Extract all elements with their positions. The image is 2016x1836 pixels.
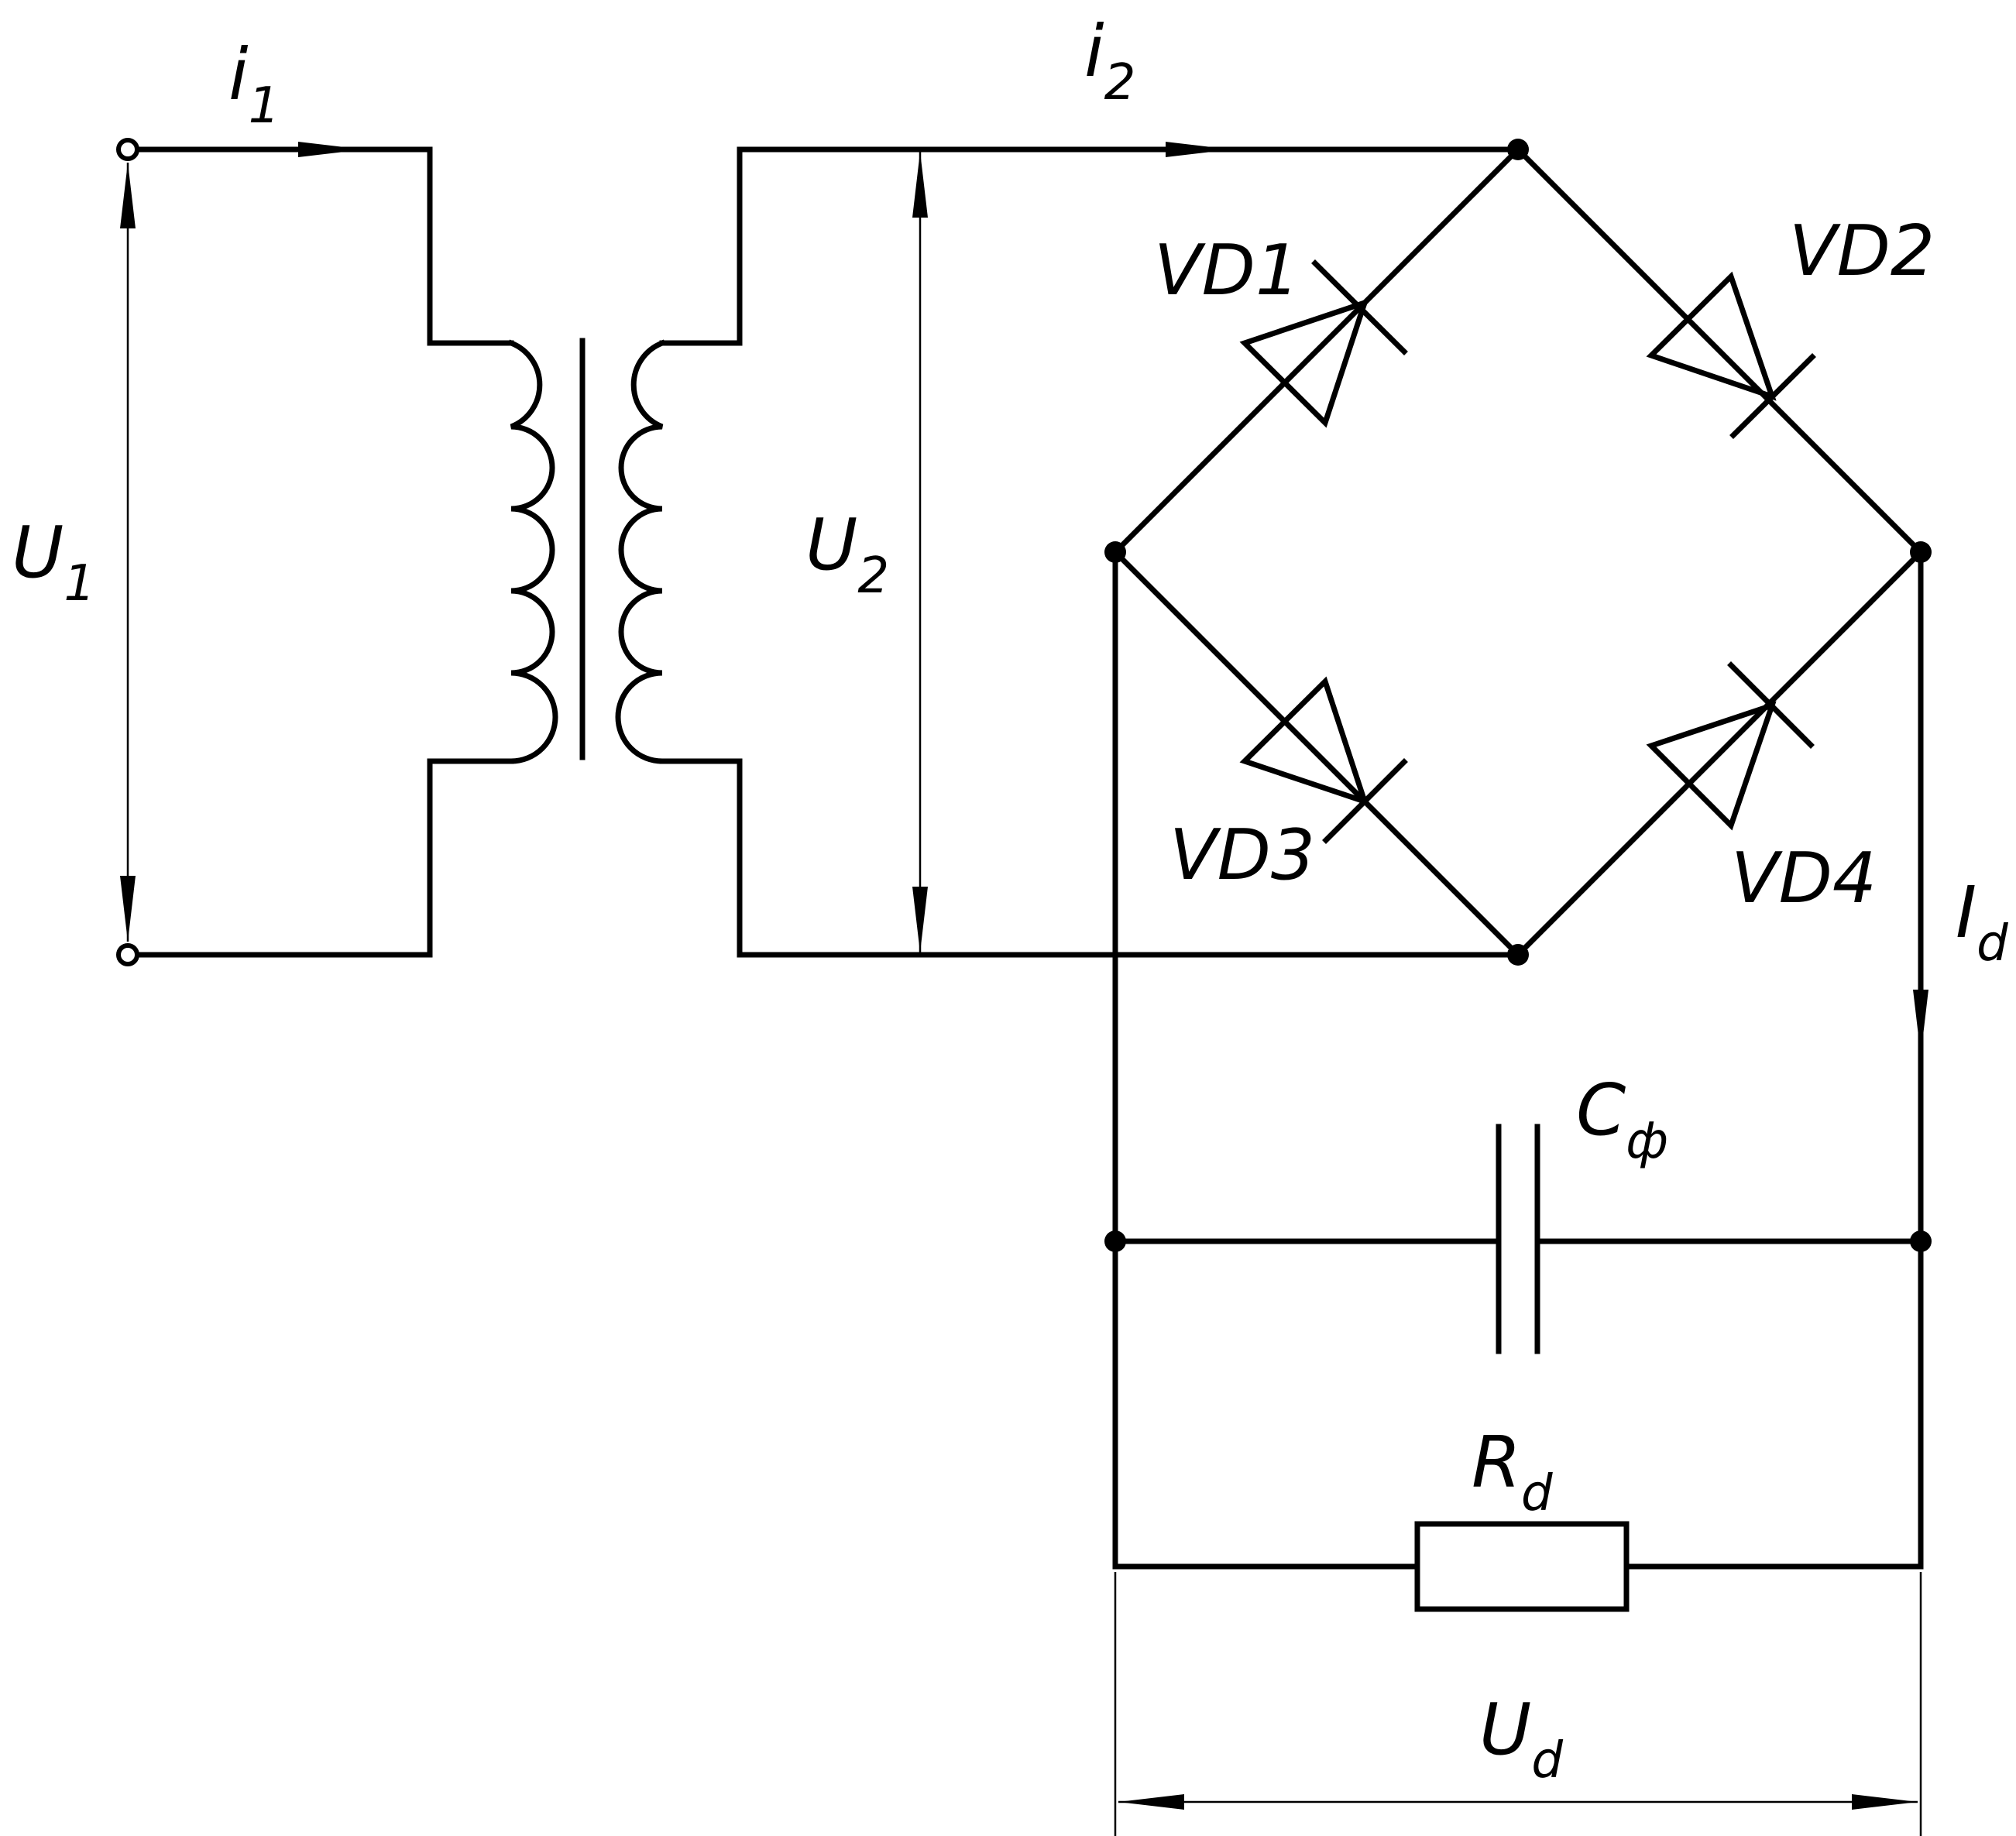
capacitor-cf (1496, 1124, 1540, 1354)
label-ud: Ud (1479, 1688, 1563, 1790)
label-id: Id (1956, 871, 2008, 973)
label-vd2: VD2 (1789, 211, 1935, 292)
primary-circuit (116, 138, 514, 966)
label-vd4: VD4 (1731, 838, 1877, 919)
i2-arrow (1166, 142, 1231, 157)
secondary-winding (615, 339, 666, 764)
label-u1: U1 (12, 511, 95, 613)
junction-nodes (1104, 139, 1932, 1252)
label-i2: i2 (1084, 10, 1135, 112)
primary-winding (507, 339, 558, 764)
transformer (507, 146, 1521, 958)
label-rd: Rd (1472, 1421, 1553, 1522)
input-terminal-bottom (116, 943, 139, 966)
label-u2: U2 (805, 503, 889, 605)
label-i1: i1 (228, 33, 280, 135)
diode-vd2 (1646, 271, 1816, 439)
i1-arrow (298, 142, 364, 157)
u2-voltage-arrow (912, 152, 928, 952)
id-arrow (1913, 990, 1928, 1055)
u1-voltage-arrow (120, 163, 136, 942)
diode-vd4 (1646, 661, 1815, 831)
ud-voltage-arrow (1114, 1572, 1922, 1836)
label-vd1: VD1 (1154, 230, 1300, 311)
diode-bridge (1111, 146, 1925, 959)
resistor-rd (1414, 1521, 1630, 1612)
diode-vd1 (1239, 259, 1408, 428)
label-cf: Cф (1576, 1069, 1668, 1170)
input-terminal-top (116, 138, 139, 161)
label-vd3: VD3 (1169, 815, 1315, 896)
dc-output-circuit (1112, 549, 1928, 1612)
diode-vd3 (1239, 676, 1408, 844)
